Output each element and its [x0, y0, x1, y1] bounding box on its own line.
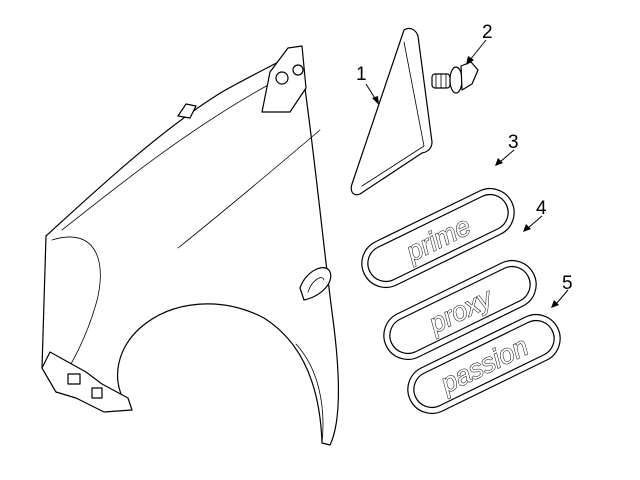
emblem-passion: passion	[407, 313, 561, 415]
triangle-trim-panel	[350, 27, 433, 196]
fender	[41, 45, 340, 446]
emblem-proxy: proxy	[383, 259, 537, 361]
callout-5: 5	[562, 273, 573, 294]
callout-2: 2	[482, 22, 493, 43]
callout-3: 3	[508, 132, 519, 153]
callout-leaders	[365, 39, 569, 308]
callout-1: 1	[356, 64, 367, 85]
push-pin-clip	[431, 61, 479, 94]
callout-4: 4	[536, 198, 547, 219]
